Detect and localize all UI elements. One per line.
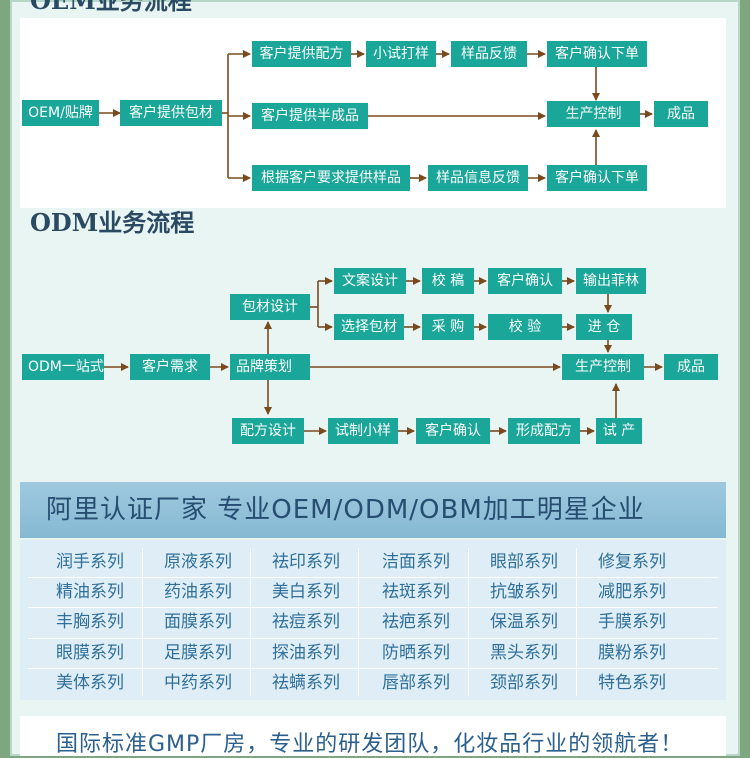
node-packaging-design: 包材设计 — [230, 294, 310, 320]
node-confirm-order-1: 客户确认下单 — [547, 41, 647, 67]
node-trial: 小试打样 — [366, 41, 436, 67]
series-item[interactable]: 膜粉系列 — [598, 643, 666, 663]
grid-divider — [28, 607, 718, 608]
grid-divider — [250, 548, 251, 696]
node-by-requirement: 根据客户要求提供样品 — [252, 165, 410, 191]
series-item[interactable]: 特色系列 — [598, 673, 666, 693]
grid-divider — [576, 548, 577, 696]
node-form-formula: 形成配方 — [508, 418, 580, 444]
series-item[interactable]: 药油系列 — [164, 582, 232, 602]
grid-divider — [28, 638, 718, 639]
footer-slogan: 国际标准GMP厂房，专业的研发团队，化妆品行业的领航者！ — [56, 732, 684, 757]
series-item[interactable]: 原液系列 — [164, 552, 232, 572]
odm-section-title: ODM业务流程 — [20, 208, 726, 238]
node-odm-production: 生产控制 — [562, 354, 644, 380]
node-inspection: 校 验 — [488, 314, 562, 340]
node-customer-formula: 客户提供配方 — [252, 41, 351, 67]
node-sample-info-feedback: 样品信息反馈 — [428, 165, 528, 191]
node-formula-design: 配方设计 — [232, 418, 304, 444]
node-trial-production: 试 产 — [596, 418, 642, 444]
series-item[interactable]: 中药系列 — [164, 673, 232, 693]
node-purchase: 采 购 — [422, 314, 474, 340]
grid-divider — [28, 668, 718, 669]
series-item[interactable]: 祛痘系列 — [272, 612, 340, 632]
product-series-grid: 润手系列 原液系列 祛印系列 洁面系列 眼部系列 修复系列 精油系列 药油系列 … — [20, 540, 726, 700]
series-item[interactable]: 祛印系列 — [272, 552, 340, 572]
series-item[interactable]: 手膜系列 — [598, 612, 666, 632]
series-item[interactable]: 减肥系列 — [598, 582, 666, 602]
series-item[interactable]: 精油系列 — [56, 582, 124, 602]
node-odm-label: ODM一站式 — [22, 354, 104, 380]
series-item[interactable]: 美体系列 — [56, 673, 124, 693]
oem-section-title: OEM业务流程 — [20, 0, 726, 16]
series-item[interactable]: 抗皱系列 — [490, 582, 558, 602]
series-item[interactable]: 祛疤系列 — [382, 612, 450, 632]
node-customer-packaging: 客户提供包材 — [120, 100, 222, 126]
series-item[interactable]: 美白系列 — [272, 582, 340, 602]
node-proofread: 校 稿 — [422, 268, 474, 294]
node-output-film: 输出菲林 — [576, 268, 646, 294]
node-customer-confirm-b: 客户确认 — [416, 418, 490, 444]
node-finished: 成品 — [654, 101, 708, 127]
series-item[interactable]: 洁面系列 — [382, 552, 450, 572]
node-customer-needs: 客户需求 — [130, 354, 210, 380]
node-production: 生产控制 — [547, 101, 640, 127]
grid-divider — [28, 577, 718, 578]
series-item[interactable]: 探油系列 — [272, 643, 340, 663]
series-item[interactable]: 修复系列 — [598, 552, 666, 572]
series-item[interactable]: 眼部系列 — [490, 552, 558, 572]
node-enter-warehouse: 进 仓 — [576, 314, 632, 340]
grid-divider — [468, 548, 469, 696]
node-confirm-order-2: 客户确认下单 — [547, 165, 647, 191]
node-customer-confirm-a: 客户确认 — [488, 268, 562, 294]
series-item[interactable]: 丰胸系列 — [56, 612, 124, 632]
series-item[interactable]: 颈部系列 — [490, 673, 558, 693]
grid-divider — [142, 548, 143, 696]
node-sample-feedback: 样品反馈 — [451, 41, 527, 67]
series-item[interactable]: 足膜系列 — [164, 643, 232, 663]
node-odm-finished: 成品 — [664, 354, 718, 380]
series-item[interactable]: 唇部系列 — [382, 673, 450, 693]
node-trial-small: 试制小样 — [328, 418, 398, 444]
series-item[interactable]: 祛螨系列 — [272, 673, 340, 693]
certification-banner: 阿里认证厂家 专业OEM/ODM/OBM加工明星企业 — [20, 482, 726, 538]
grid-divider — [358, 548, 359, 696]
series-item[interactable]: 防晒系列 — [382, 643, 450, 663]
footer-slogan-panel: 国际标准GMP厂房，专业的研发团队，化妆品行业的领航者！ — [20, 716, 726, 757]
series-item[interactable]: 保温系列 — [490, 612, 558, 632]
node-oem-label: OEM/贴牌 — [22, 100, 99, 126]
series-item[interactable]: 眼膜系列 — [56, 643, 124, 663]
node-choose-packaging: 选择包材 — [334, 314, 404, 340]
node-copy-design: 文案设计 — [334, 268, 406, 294]
series-item[interactable]: 面膜系列 — [164, 612, 232, 632]
series-item[interactable]: 润手系列 — [56, 552, 124, 572]
series-item[interactable]: 黑头系列 — [490, 643, 558, 663]
node-semi-finished: 客户提供半成品 — [252, 103, 368, 129]
series-item[interactable]: 祛斑系列 — [382, 582, 450, 602]
node-brand-planning: 品牌策划 — [230, 354, 310, 380]
